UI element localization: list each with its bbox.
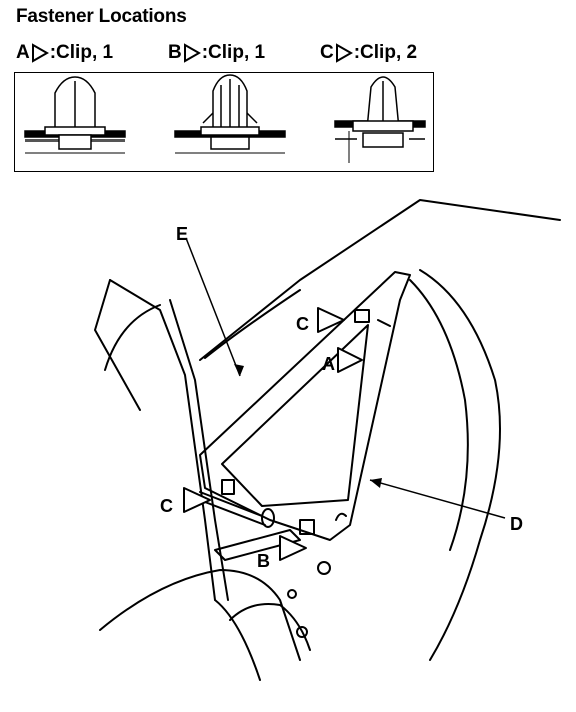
clip-c-letter: C: [320, 42, 334, 63]
clip-c-triangle-icon: [335, 43, 353, 63]
vehicle-diagram: [94, 199, 561, 681]
bolt-hole: [296, 626, 308, 638]
callout-d-arrowhead: [370, 478, 382, 488]
callout-a: A: [322, 354, 335, 374]
lower-strip: [214, 529, 301, 561]
marker-b: [279, 535, 307, 561]
clip-a-triangle-icon: [31, 43, 49, 63]
quarter-panel-outline: [419, 269, 501, 661]
page-title: Fastener Locations: [16, 6, 187, 27]
lower-body-line-2: [214, 599, 261, 681]
clip-b-letter: B: [168, 42, 182, 63]
clip-detail-lines: [335, 319, 391, 521]
callout-e-arrowhead: [234, 364, 244, 376]
clip-c-text: :Clip, 2: [353, 42, 418, 63]
trim-rail: [199, 491, 263, 517]
marker-c-left: [183, 487, 211, 513]
marker-a: [337, 347, 363, 373]
clip-c-illustration: [334, 76, 426, 163]
clip-b-label: B :Clip, 1: [168, 42, 265, 64]
quarter-panel-inner: [409, 279, 469, 551]
roof-panel-line: [199, 199, 561, 361]
callout-d: D: [510, 514, 523, 534]
bolt-hole: [317, 561, 331, 575]
callout-c-left: C: [160, 496, 173, 516]
trim-rail-end: [261, 508, 275, 528]
clip-a-mark: [354, 309, 370, 323]
clip-b-illustration: [174, 74, 286, 154]
clip-a-illustration: [24, 76, 126, 154]
clip-b-mark: [299, 519, 315, 535]
marker-c-top: [317, 307, 345, 333]
clip-c-label: C :Clip, 2: [320, 42, 417, 64]
quarter-trim-inner: [221, 324, 369, 507]
callout-d-leader: [369, 479, 506, 519]
door-pillar-outer: [109, 279, 216, 601]
callout-b: B: [257, 551, 270, 571]
clip-a-text: :Clip, 1: [49, 42, 114, 63]
clip-a-letter: A: [16, 42, 30, 63]
trim-rail-2: [204, 501, 266, 526]
clip-a-label: A :Clip, 1: [16, 42, 113, 64]
clip-legend-box: [14, 72, 434, 172]
roof-panel-inner: [204, 289, 301, 359]
clip-c-lower-mark: [221, 479, 235, 495]
door-frame-edge: [94, 279, 141, 411]
callout-c-top: C: [296, 314, 309, 334]
clip-illustrations: [24, 74, 426, 163]
bolt-hole: [287, 589, 297, 599]
callout-e: E: [176, 224, 189, 244]
callout-e-leader: [185, 237, 241, 377]
bumper-shape: [229, 603, 311, 651]
lower-body-line: [99, 569, 301, 661]
clip-b-text: :Clip, 1: [201, 42, 266, 63]
quarter-trim-outer: [199, 271, 411, 541]
door-frame-edge-2: [104, 304, 161, 371]
clip-b-triangle-icon: [183, 43, 201, 63]
